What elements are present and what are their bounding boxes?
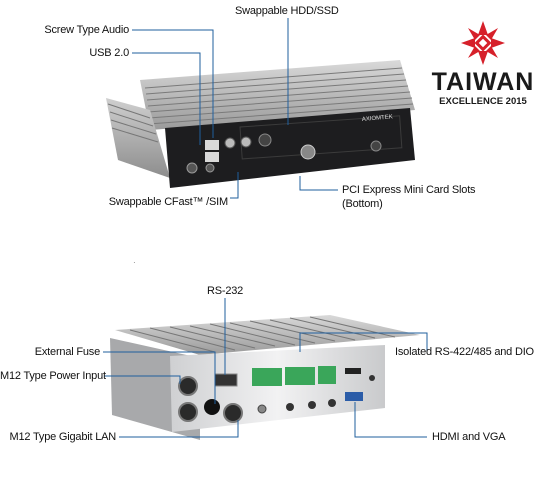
fuse-label: External Fuse — [34, 346, 100, 358]
audio-jack — [240, 136, 252, 148]
pcie-label-line1: PCI Express Mini Card Slots — [342, 184, 476, 196]
lan-label: M12 Type Gigabit LAN — [9, 431, 117, 443]
power-m12-connector — [178, 376, 198, 396]
reset-button — [205, 163, 215, 173]
terminal-block — [285, 367, 315, 385]
bottom-device — [110, 315, 420, 440]
svg-text:·: · — [133, 258, 136, 267]
top-leader-lines — [132, 18, 338, 199]
audio-jack — [224, 137, 236, 149]
isolated-label: Isolated RS-422/485 and DIO — [395, 346, 534, 358]
terminal-block — [252, 368, 282, 386]
hdmi-port — [345, 368, 361, 374]
top-left-side — [106, 98, 170, 178]
svg-text:AXIOMTEK: AXIOMTEK — [362, 114, 393, 123]
taiwan-excellence-badge: TAIWAN EXCELLENCE 2015 — [428, 18, 538, 114]
usb-port — [205, 152, 219, 162]
award-subtitle: EXCELLENCE 2015 — [439, 96, 527, 107]
cfast-label: Swappable CFast™ /SIM — [108, 196, 228, 208]
bottom-leader-lines — [103, 298, 428, 438]
power-button — [186, 162, 198, 174]
pcie-label-line2: (Bottom) — [342, 198, 383, 210]
vga-port — [345, 392, 363, 401]
hdd-label: Swappable HDD/SSD — [235, 5, 339, 17]
award-name: TAIWAN — [431, 68, 535, 96]
power-label: M12 Type Power Input — [0, 370, 106, 382]
rs232-port — [214, 373, 238, 387]
screw-audio-label: Screw Type Audio — [44, 24, 129, 36]
antenna-connector — [258, 133, 272, 147]
rs232-label: RS-232 — [207, 285, 244, 297]
hdmi-vga-label: HDMI and VGA — [432, 431, 506, 443]
taiwan-excellence-logo-icon — [461, 21, 505, 65]
bottom-rear-panel — [170, 345, 385, 432]
usb-port — [205, 140, 219, 150]
top-front-panel — [165, 108, 415, 188]
screw-knob — [300, 144, 316, 160]
fuse-holder — [204, 399, 220, 415]
top-heatsink — [140, 60, 415, 130]
antenna-connector — [370, 140, 382, 152]
usb-label: USB 2.0 — [89, 47, 129, 59]
lan-m12-connector — [223, 403, 243, 423]
lan-m12-connector — [178, 402, 198, 422]
bottom-heatsink-fins — [129, 316, 396, 353]
terminal-block — [318, 366, 336, 384]
top-heatsink-fins — [144, 67, 414, 125]
top-device: AXIOMTEK — [106, 60, 415, 188]
